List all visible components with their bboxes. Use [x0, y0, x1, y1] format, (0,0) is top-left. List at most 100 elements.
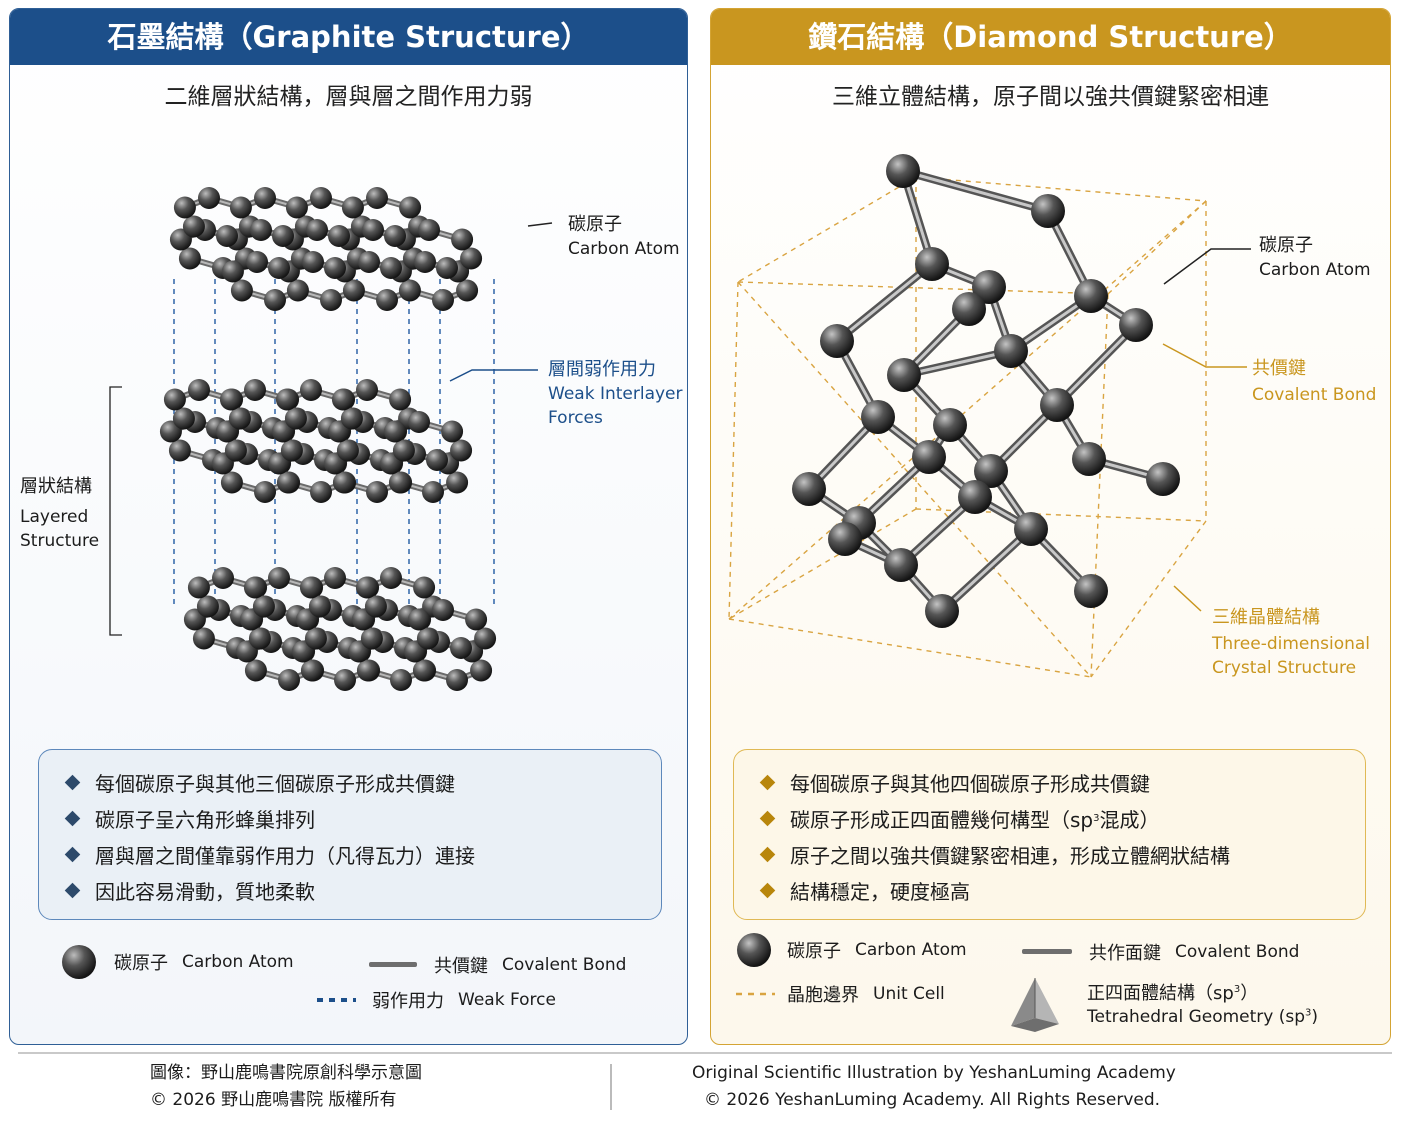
diamond-bullet-icon [759, 882, 776, 898]
carbon-atom [474, 627, 497, 650]
carbon-atom [244, 659, 267, 682]
atom-leader-line [527, 222, 553, 227]
carbon-atom [388, 471, 411, 494]
unit-cell-edge [728, 618, 1092, 678]
carbon-atom [342, 279, 365, 302]
diamond-atoms [792, 154, 1180, 628]
carbon-atom [331, 388, 354, 411]
carbon-atom [389, 388, 412, 411]
carbon-atom [192, 627, 215, 650]
carbon-atom [407, 608, 430, 631]
carbon-atom [861, 400, 895, 434]
carbon-atom [334, 669, 356, 691]
carbon-atom [280, 439, 303, 462]
carbon-atom [958, 480, 992, 514]
carbon-atom [284, 407, 307, 430]
diamond-atom-label: 碳原子 Carbon Atom [1259, 235, 1371, 280]
footer-right: Original Scientific Illustration by Yesh… [692, 1063, 1176, 1110]
carbon-atom [168, 439, 191, 462]
footer-left: 圖像：野山鹿鳴書院原創科學示意圖 © 2026 野山鹿鳴書院 版權所有 [150, 1063, 422, 1110]
diamond-title: 鑽石結構（Diamond Structure） [711, 9, 1390, 65]
carbon-atom [332, 471, 355, 494]
carbon-atom [366, 481, 388, 503]
carbon-atom [275, 388, 298, 411]
weak-force-label: 層間弱作用力 Weak Interlayer Forces [548, 359, 683, 428]
bond-icon [369, 962, 417, 967]
carbon-atom [416, 627, 439, 650]
carbon-atom [246, 251, 268, 273]
unit-cell-edge [728, 508, 917, 620]
diamond-bullet-icon [64, 774, 81, 790]
graphite-layers [159, 187, 497, 691]
carbon-atom [286, 279, 309, 302]
carbon-atom [972, 270, 1006, 304]
carbon-atom [933, 408, 967, 442]
carbon-atom [196, 595, 219, 618]
carbon-atom [1031, 194, 1065, 228]
diamond-atom-leader-line [1163, 248, 1251, 285]
carbon-atom [182, 215, 205, 238]
carbon-atom [994, 334, 1028, 368]
carbon-atom [362, 219, 384, 241]
list-item: 因此容易滑動，質地柔軟 [63, 872, 661, 908]
carbon-atom [360, 627, 383, 650]
carbon-atom [300, 379, 322, 401]
carbon-atom [366, 187, 388, 209]
carbon-atom [398, 279, 421, 302]
graphene-layer [169, 187, 483, 311]
carbon-atom [248, 627, 271, 650]
weak-force-icon [317, 998, 356, 1002]
carbon-atom [828, 522, 862, 556]
carbon-atom [432, 289, 454, 311]
covalent-bond-highlight [902, 349, 1013, 377]
carbon-atom [308, 595, 331, 618]
diamond-bullet-icon [759, 774, 776, 790]
carbon-atom [212, 567, 234, 589]
unit-cell-edge [915, 176, 1207, 202]
carbon-atom [224, 439, 247, 462]
diamond-bullet-icon [64, 810, 81, 826]
carbon-atom [399, 196, 422, 219]
diamond-bullet-icon [64, 882, 81, 898]
carbon-atom [219, 388, 242, 411]
carbon-atom [268, 567, 290, 589]
carbon-atom [456, 279, 479, 302]
weak-force-lines [173, 279, 495, 609]
carbon-atom [446, 669, 468, 691]
carbon-atom [792, 472, 826, 506]
carbon-atom [173, 196, 196, 219]
carbon-atom [418, 219, 440, 241]
layered-structure-label: 層狀結構 Layered Structure [20, 476, 100, 551]
carbon-atom [925, 594, 959, 628]
carbon-atom [412, 659, 435, 682]
unit-cell-edge [737, 281, 1109, 295]
carbon-atom [187, 576, 210, 599]
carbon-atom [272, 225, 294, 247]
carbon-atom [268, 257, 290, 279]
carbon-atom [198, 187, 220, 209]
carbon-atom [228, 407, 251, 430]
carbon-atom [355, 576, 378, 599]
carbon-atom [446, 471, 469, 494]
diamond-bonds [805, 167, 1167, 615]
graphite-illustration [109, 187, 553, 691]
carbon-atom [320, 289, 342, 311]
carbon-atom [1040, 388, 1074, 422]
carbon-atom [328, 225, 350, 247]
carbon-atom [465, 608, 488, 631]
carbon-atom [264, 289, 286, 311]
list-item: 每個碳原子與其他三個碳原子形成共價鍵 [63, 764, 661, 800]
carbon-atom [414, 251, 436, 273]
carbon-atom [915, 247, 949, 281]
unit-cell-icon [736, 992, 775, 996]
carbon-atom [952, 292, 986, 326]
carbon-atom [413, 576, 436, 599]
diamond-bullet-icon [759, 846, 776, 862]
carbon-atom [356, 659, 379, 682]
carbon-atom [163, 388, 186, 411]
carbon-atom [460, 247, 483, 270]
